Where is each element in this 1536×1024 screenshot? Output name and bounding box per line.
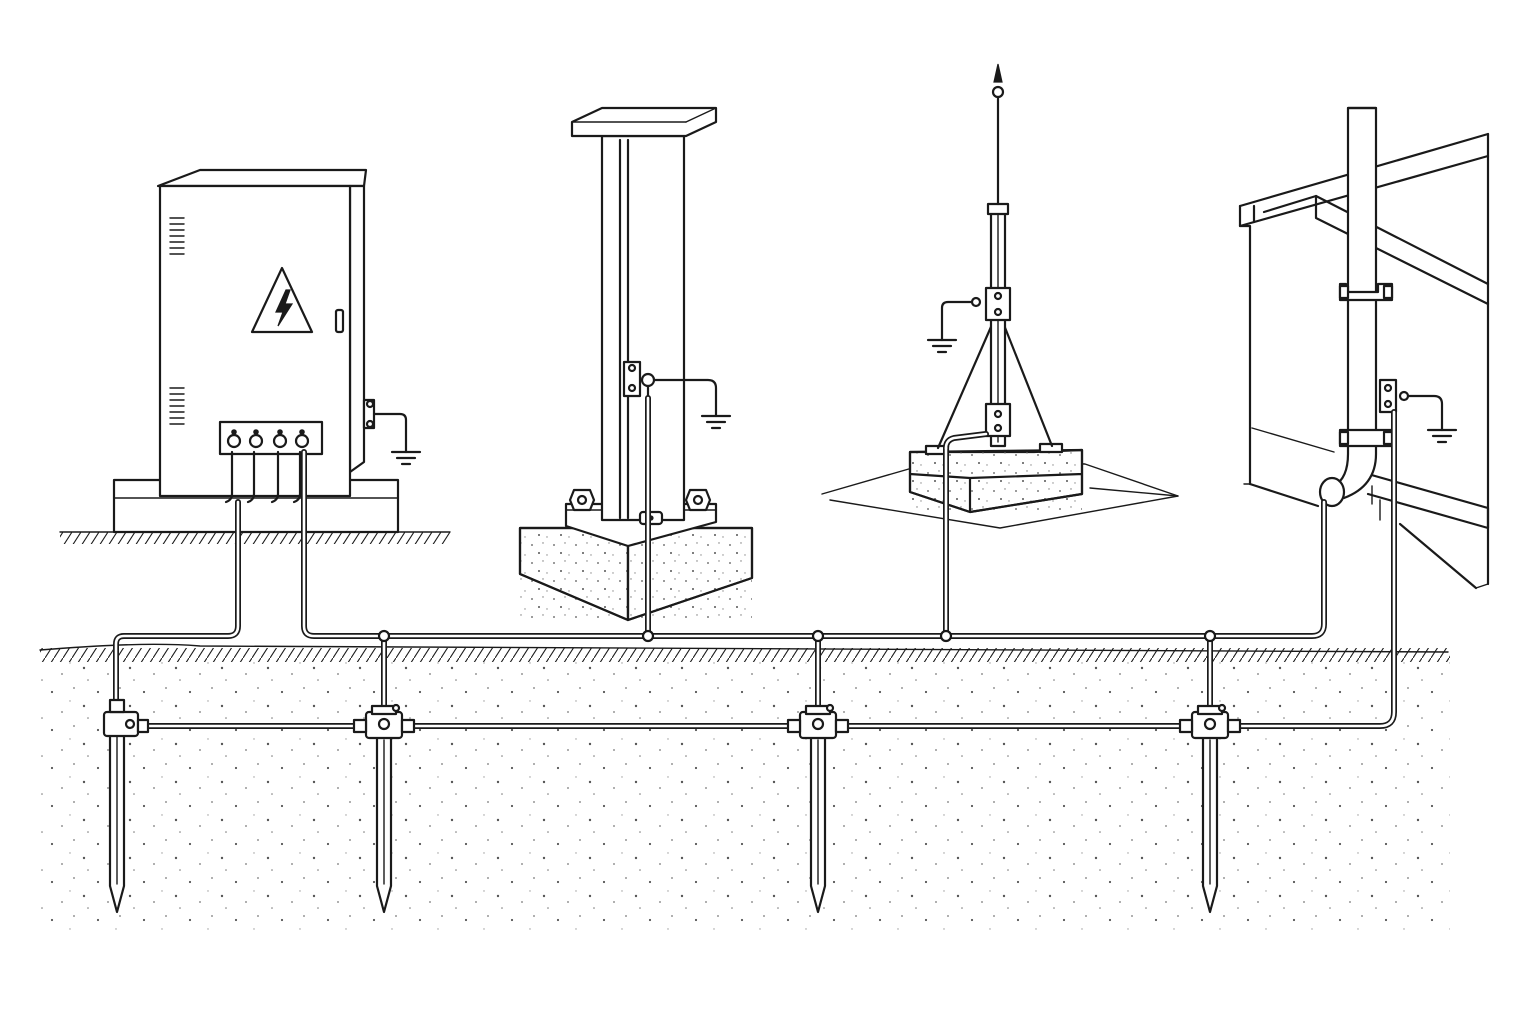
electrical-cabinet <box>59 168 451 544</box>
downpipe <box>1318 106 1378 508</box>
cable-junction <box>377 629 391 643</box>
cable-junction <box>811 629 825 643</box>
cabinet-leads <box>224 450 302 504</box>
ground-rod <box>352 703 416 914</box>
steel-column-on-concrete-footing <box>518 106 754 622</box>
ground-symbol-icon <box>926 338 958 354</box>
cabinet-roof <box>156 168 368 188</box>
ground-rod <box>1178 703 1242 914</box>
pipe-bracket <box>1338 282 1394 302</box>
column-body <box>600 134 686 522</box>
underground-soil <box>40 660 1450 930</box>
lightning-rod-mast-on-concrete-block <box>821 63 1179 529</box>
ground-rod <box>786 703 850 914</box>
cabinet-vent-top <box>169 217 185 255</box>
mast-coupler <box>986 202 1010 216</box>
air-terminal-tip <box>993 63 1003 83</box>
cable-junction <box>939 629 953 643</box>
tripod-leg <box>1000 318 1054 448</box>
ground-symbol-icon <box>1426 428 1458 444</box>
cabinet-ground-clamp <box>362 398 408 454</box>
cabinet-vent-bottom <box>169 387 185 425</box>
cabinet-ground-hatch <box>60 532 450 544</box>
cable-junction <box>1203 629 1217 643</box>
mast-ground-clamp <box>940 286 1012 342</box>
ground-symbol-icon <box>700 414 732 430</box>
cabinet-door-handle <box>334 308 345 334</box>
ground-symbol-icon <box>390 450 422 466</box>
grounding-conductors <box>113 395 1397 729</box>
cable-junction <box>641 629 655 643</box>
anchor-bolt <box>684 488 712 512</box>
ground-rod <box>102 698 150 914</box>
tripod-leg <box>936 318 996 450</box>
concrete-block <box>908 448 1084 514</box>
anchor-bolt <box>568 488 596 512</box>
cabinet-side <box>348 184 366 474</box>
terminal-block <box>218 420 324 456</box>
pipe-bracket <box>1338 428 1394 448</box>
rod-clamp-bolt <box>108 698 126 714</box>
downpipe-at-building-parapet <box>1238 106 1490 590</box>
downpipe-ground-clamp <box>1378 378 1444 432</box>
high-voltage-warning-icon <box>250 266 314 334</box>
ground-surface <box>39 643 1450 662</box>
mast-lower-clamp <box>984 402 1012 438</box>
